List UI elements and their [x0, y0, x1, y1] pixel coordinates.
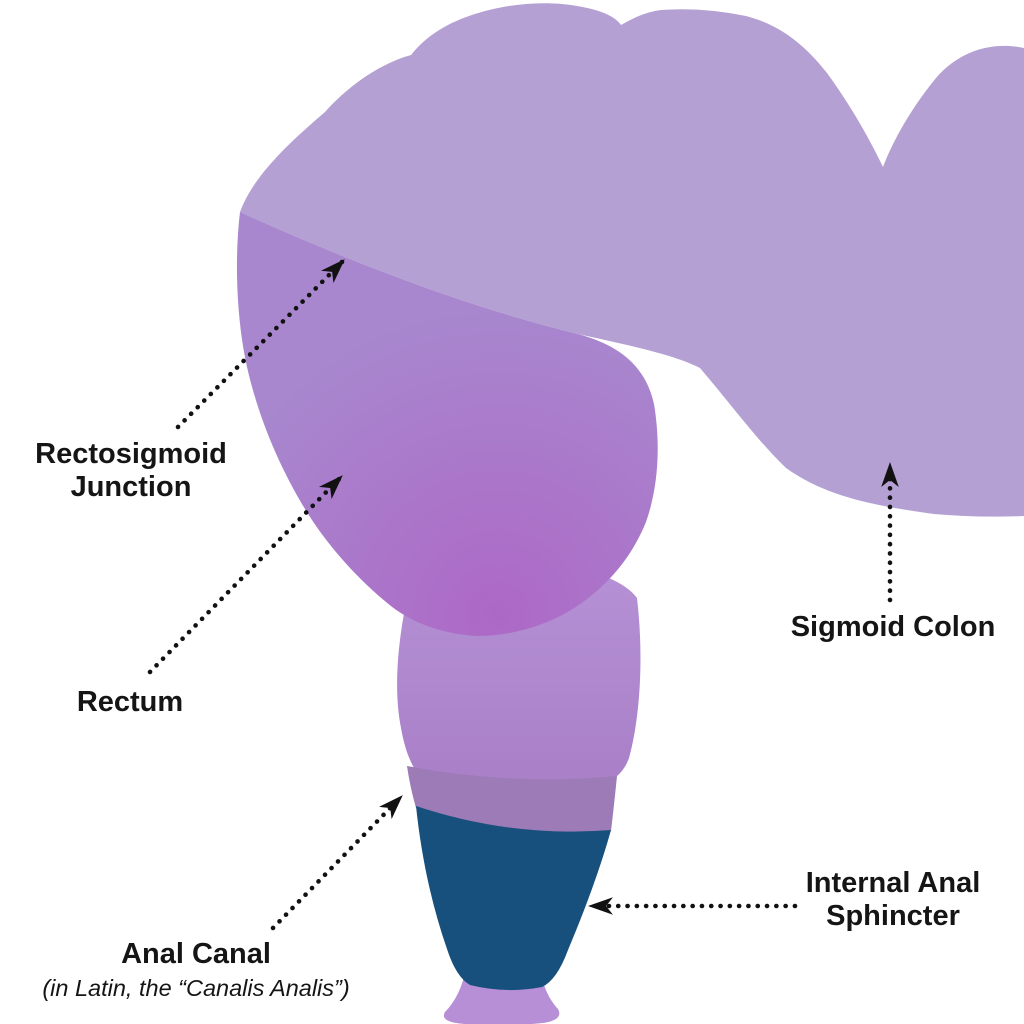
label-sigmoid-colon: Sigmoid Colon	[791, 611, 996, 644]
rectum-shape	[236, 212, 658, 636]
arrow-anal-canal	[270, 795, 403, 931]
arrow-rectum	[147, 475, 343, 675]
label-rectosigmoid-line1: Rectosigmoid	[35, 438, 227, 470]
label-sphincter-line1: Internal Anal	[805, 867, 981, 899]
label-rectum-line1: Rectum	[76, 686, 184, 718]
label-rectosigmoid-line2: Junction	[70, 471, 192, 504]
label-rectosigmoid-junction: Rectosigmoid Junction	[35, 438, 227, 504]
arrow-rectosigmoid-junction	[175, 259, 345, 430]
label-sigmoid-line1: Sigmoid Colon	[790, 611, 996, 643]
label-rectum: Rectum	[77, 686, 183, 719]
anal-canal-band-shape	[407, 766, 617, 833]
label-anal-canal: Anal Canal (in Latin, the “Canalis Anali…	[42, 938, 349, 1002]
label-anal-canal-latin: (in Latin, the “Canalis Analis”)	[42, 975, 350, 1002]
label-internal-anal-sphincter: Internal Anal Sphincter	[806, 867, 981, 933]
sigmoid-colon-shape	[240, 3, 1024, 517]
label-sphincter-line2: Sphincter	[826, 900, 960, 933]
internal-anal-sphincter-shape	[416, 806, 611, 991]
label-anal-canal-line1: Anal Canal	[121, 938, 271, 970]
